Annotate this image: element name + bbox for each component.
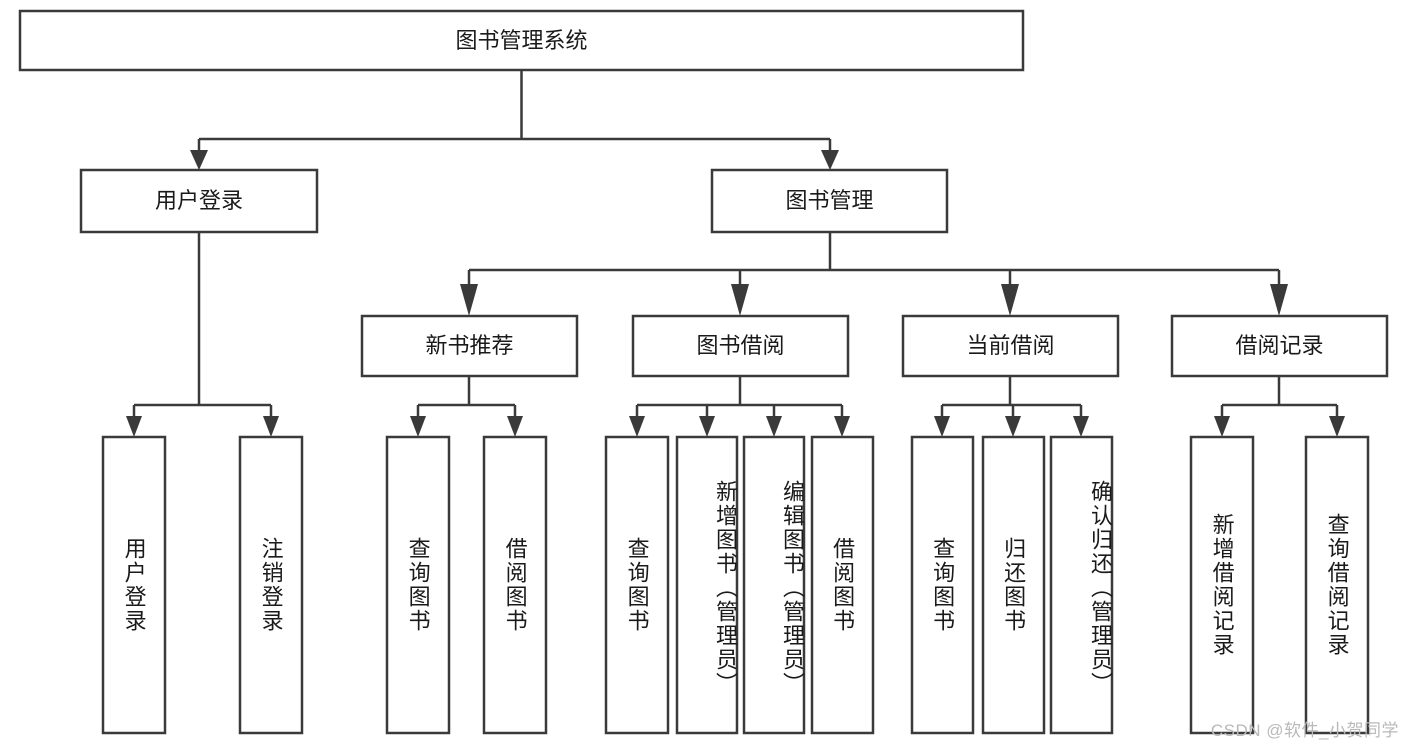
- node-root-box[interactable]: [18, 9, 1025, 72]
- leaf-box-query-book-newbook[interactable]: [385, 435, 451, 735]
- leaf-box-return-book[interactable]: [981, 435, 1046, 735]
- arrow-head-new-book-rec: [460, 284, 478, 316]
- leaf-box-confirm-return-admin[interactable]: [1049, 435, 1114, 735]
- arrow-head-borrowrecord-leaf-1: [1214, 416, 1230, 437]
- node-current-borrow-box[interactable]: [901, 314, 1120, 378]
- node-user-login-label: 用户登录: [155, 188, 243, 213]
- node-book-borrow-box[interactable]: [631, 314, 850, 378]
- leaf-box-user-login[interactable]: [101, 435, 167, 735]
- arrow-head-currentborrow-leaf-3: [1073, 416, 1089, 437]
- node-borrow-record-box[interactable]: [1170, 314, 1389, 378]
- arrow-head-borrow-record: [1270, 284, 1288, 316]
- arrow-head-bookborrow-leaf-3: [766, 416, 782, 437]
- leaf-box-borrow-book-newbook[interactable]: [482, 435, 548, 735]
- arrow-head-leaf-user-login: [126, 416, 142, 437]
- leaf-box-add-borrow-record[interactable]: [1189, 435, 1255, 735]
- arrow-head-currentborrow-leaf-2: [1005, 416, 1021, 437]
- leaf-box-query-book-borrow[interactable]: [604, 435, 670, 735]
- arrow-head-book-mgmt: [821, 150, 839, 170]
- arrow-head-bookborrow-leaf-4: [834, 416, 850, 437]
- leaf-box-query-borrow-record[interactable]: [1304, 435, 1370, 735]
- arrow-head-newbook-leaf-2: [507, 416, 523, 437]
- node-layer: 图书管理系统 用户登录 图书管理 新书推荐 图书借阅 当前借阅 借阅记录: [18, 9, 1389, 735]
- node-new-book-recommend-label: 新书推荐: [425, 333, 513, 358]
- arrow-head-leaf-logout: [263, 416, 279, 437]
- arrow-head-borrowrecord-leaf-2: [1329, 416, 1345, 437]
- node-user-login-box[interactable]: [79, 168, 319, 234]
- csdn-watermark: CSDN @软件_小贺同学: [1210, 721, 1399, 740]
- node-current-borrow-label: 当前借阅: [966, 333, 1054, 358]
- arrow-head-user-login: [190, 150, 208, 170]
- connector-layer: [126, 70, 1345, 437]
- leaf-box-add-book-admin[interactable]: [675, 435, 739, 735]
- leaf-box-query-book-current[interactable]: [910, 435, 975, 735]
- node-root-label: 图书管理系统: [455, 28, 587, 53]
- node-new-book-recommend-box[interactable]: [360, 314, 579, 378]
- node-book-management-box[interactable]: [710, 168, 949, 234]
- leaf-box-logout[interactable]: [238, 435, 304, 735]
- arrow-head-current-borrow: [1001, 284, 1019, 316]
- arrow-head-bookborrow-leaf-2: [699, 416, 715, 437]
- arrow-head-currentborrow-leaf-1: [934, 416, 950, 437]
- arrow-head-newbook-leaf-1: [410, 416, 426, 437]
- arrow-head-bookborrow-leaf-1: [629, 416, 645, 437]
- node-book-borrow-label: 图书借阅: [696, 333, 784, 358]
- node-borrow-record-label: 借阅记录: [1235, 333, 1323, 358]
- node-book-management-label: 图书管理: [785, 188, 873, 213]
- leaf-box-edit-book-admin[interactable]: [742, 435, 806, 735]
- leaf-box-borrow-book[interactable]: [810, 435, 875, 735]
- arrow-head-book-borrow: [731, 284, 749, 316]
